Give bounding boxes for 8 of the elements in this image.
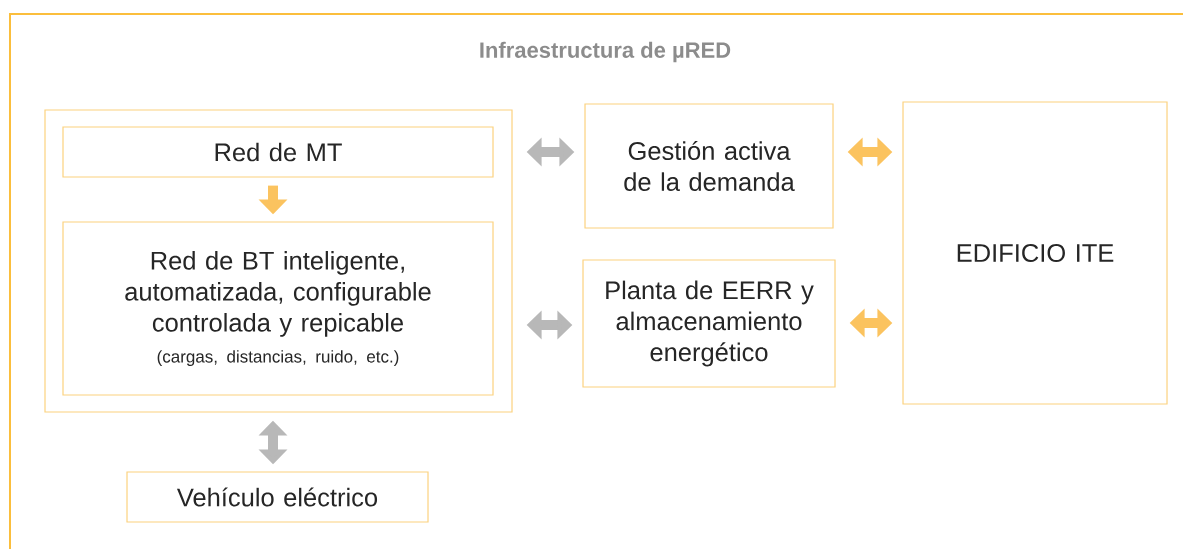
diagram-title: Infraestructura de µRED (480, 41, 731, 63)
process-box: Gestión activa de la demanda (584, 103, 834, 229)
process-box: EDIFICIO ITE (902, 101, 1168, 405)
process-box: Red de MT (62, 126, 494, 178)
group-box (44, 109, 513, 413)
process-box: Vehículo eléctrico (126, 471, 429, 523)
process-box: Planta de EERR y almacenamiento energético (582, 259, 836, 388)
process-box: Red de BT inteligente, automatizada, configurable controlada y repicable (cargas, distancias, ruido, etc.) (62, 221, 494, 396)
